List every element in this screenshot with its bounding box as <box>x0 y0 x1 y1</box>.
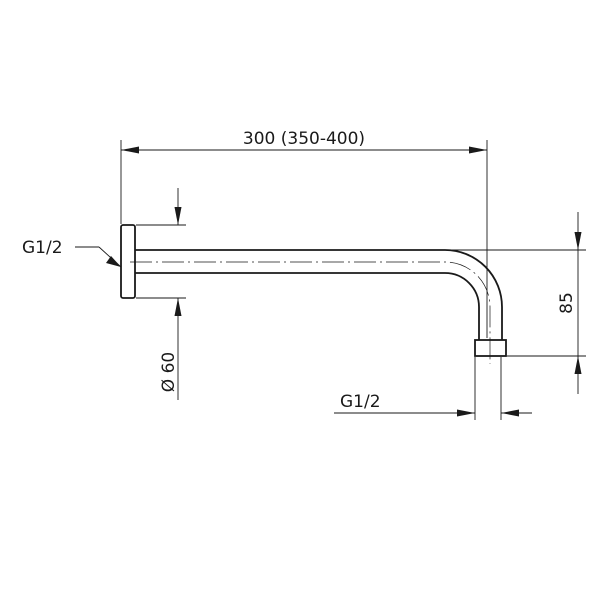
wall-thread-label: G1/2 <box>22 238 63 258</box>
arm-pipe-bottom-edge <box>135 272 480 340</box>
shower-arm-part <box>120 224 507 364</box>
arm-pipe-top-edge <box>135 249 503 340</box>
arrowhead-left <box>501 409 519 417</box>
arrowhead-down <box>174 207 182 225</box>
outlet-thread-label: G1/2 <box>340 392 381 412</box>
flange-diameter-label: Ø 60 <box>159 352 179 392</box>
wall-flange <box>120 224 136 299</box>
overall-length-label: 300 (350-400) <box>243 129 365 149</box>
drop-height-dimension: 85 <box>447 212 586 394</box>
leader-arrowhead <box>106 256 121 267</box>
arrowhead-up <box>174 298 182 316</box>
arrowhead-right <box>469 146 487 154</box>
flange-diameter-dimension: Ø 60 <box>136 188 186 400</box>
arrowhead-down <box>574 232 582 250</box>
wall-thread-callout: G1/2 <box>22 238 122 268</box>
pipe-center-line <box>130 261 491 364</box>
arrowhead-right <box>457 409 475 417</box>
overall-length-dimension: 300 (350-400) <box>120 129 488 338</box>
arrowhead-left <box>121 146 139 154</box>
drop-height-label: 85 <box>557 292 577 314</box>
outlet-thread-dimension: G1/2 <box>334 357 532 420</box>
outlet-nipple <box>474 339 507 357</box>
arrowhead-up <box>574 356 582 374</box>
